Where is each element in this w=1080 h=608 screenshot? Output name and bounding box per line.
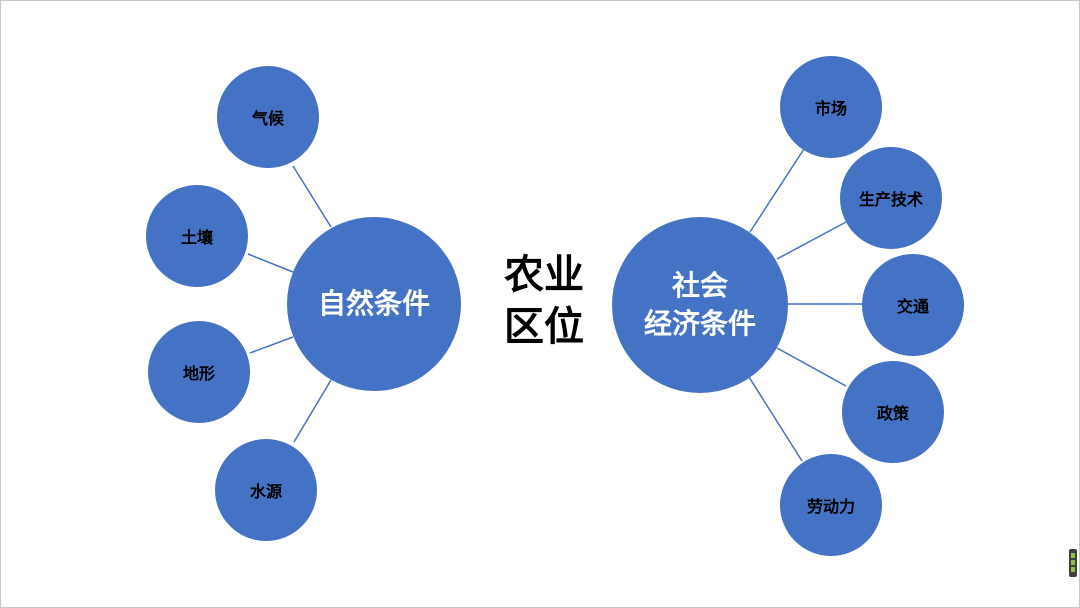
node-technology-label: 生产技术	[858, 190, 923, 209]
connector-terrain	[249, 336, 294, 354]
node-labor: 劳动力	[780, 454, 882, 556]
hub-socioeconomic-line-1: 社会	[671, 269, 728, 302]
node-climate: 气候	[217, 66, 319, 168]
hub-natural-conditions: 自然条件	[287, 217, 461, 391]
node-market-label: 市场	[814, 99, 847, 118]
node-terrain-label: 地形	[182, 364, 215, 383]
scroll-indicator[interactable]	[1069, 549, 1077, 577]
node-transport-label: 交通	[896, 297, 929, 316]
hub-natural-conditions-label: 自然条件	[317, 287, 430, 320]
node-technology: 生产技术	[840, 147, 942, 249]
node-soil-label: 土壤	[180, 228, 213, 247]
connector-policy	[776, 347, 847, 387]
connector-water	[293, 379, 332, 443]
center-title: 农业 区位	[489, 249, 599, 353]
hub-socioeconomic-line-2: 经济条件	[643, 307, 756, 340]
node-market: 市场	[780, 56, 882, 158]
node-policy-label: 政策	[876, 404, 909, 423]
node-water-label: 水源	[249, 482, 282, 501]
connector-climate	[292, 165, 332, 228]
node-terrain: 地形	[148, 321, 250, 423]
node-policy: 政策	[842, 361, 944, 463]
connector-market	[749, 148, 805, 233]
connector-soil	[247, 253, 294, 273]
node-labor-label: 劳动力	[806, 497, 855, 516]
node-transport: 交通	[862, 254, 964, 356]
node-climate-label: 气候	[251, 109, 284, 128]
center-title-line-1: 农业	[504, 252, 584, 298]
hub-socioeconomic-conditions: 社会 经济条件	[612, 217, 788, 393]
connector-technology	[776, 221, 847, 260]
connector-labor	[748, 376, 803, 462]
node-water: 水源	[215, 439, 317, 541]
node-soil: 土壤	[146, 185, 248, 287]
center-title-line-2: 区位	[504, 304, 584, 350]
